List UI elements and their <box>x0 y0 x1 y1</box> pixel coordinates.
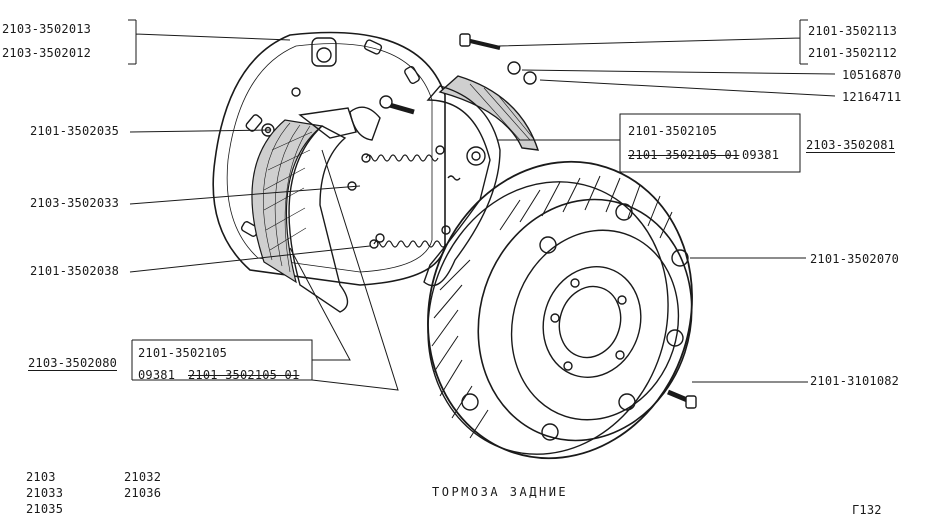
left-brake-shoe <box>251 107 357 313</box>
part-label-2103-3502033: 2103-3502033 <box>30 196 120 210</box>
model-2103: 2103 <box>26 470 56 484</box>
model-21035: 21035 <box>26 502 64 516</box>
brake-drum <box>427 160 693 460</box>
right-brake-shoe <box>423 75 540 287</box>
model-21033: 21033 <box>26 486 64 500</box>
model-21036: 21036 <box>124 486 162 500</box>
washer <box>507 61 521 75</box>
part-label-2101-3502035: 2101-3502035 <box>30 124 120 138</box>
part-label-2101-3101082: 2101-3101082 <box>810 374 900 388</box>
small-spring <box>447 175 461 181</box>
part-label-2103-3502012: 2103-3502012 <box>2 46 92 60</box>
part-label-2101-3502038: 2101-3502038 <box>30 264 120 278</box>
part-label-12164711: 12164711 <box>842 90 902 104</box>
part-label-09381-bottom: 09381 <box>138 368 176 382</box>
page-title: ТОРМОЗА ЗАДНИЕ <box>432 485 569 499</box>
model-21032: 21032 <box>124 470 162 484</box>
nut <box>523 71 537 85</box>
part-label-2103-3502080: 2103-3502080 <box>28 356 118 371</box>
part-label-2103-3502081: 2103-3502081 <box>806 138 896 153</box>
part-label-2101-3502113: 2101-3502113 <box>808 24 898 38</box>
part-label-2101-3502105-01-bottom: 2101-3502105-01 <box>188 368 300 382</box>
part-label-09381-middle: 09381 <box>742 148 780 162</box>
part-label-10516870: 10516870 <box>842 68 902 82</box>
lower-spring <box>369 225 451 249</box>
backing-plate <box>212 31 446 286</box>
part-label-2101-3502105-middle: 2101-3502105 <box>628 124 718 138</box>
leader-lines <box>128 19 836 391</box>
upper-spring <box>361 145 445 163</box>
wheel-stud <box>667 389 697 409</box>
part-label-2103-3502013: 2103-3502013 <box>2 22 92 36</box>
part-label-2101-3502112: 2101-3502112 <box>808 46 898 60</box>
page-number: Г132 <box>852 503 882 517</box>
part-label-2101-3502105-01-middle: 2101-3502105-01 <box>628 148 740 162</box>
wheel-cylinder <box>349 95 415 141</box>
part-label-2101-3502070: 2101-3502070 <box>810 252 900 266</box>
part-label-2101-3502105-bottom: 2101-3502105 <box>138 346 228 360</box>
bolt <box>459 33 501 50</box>
